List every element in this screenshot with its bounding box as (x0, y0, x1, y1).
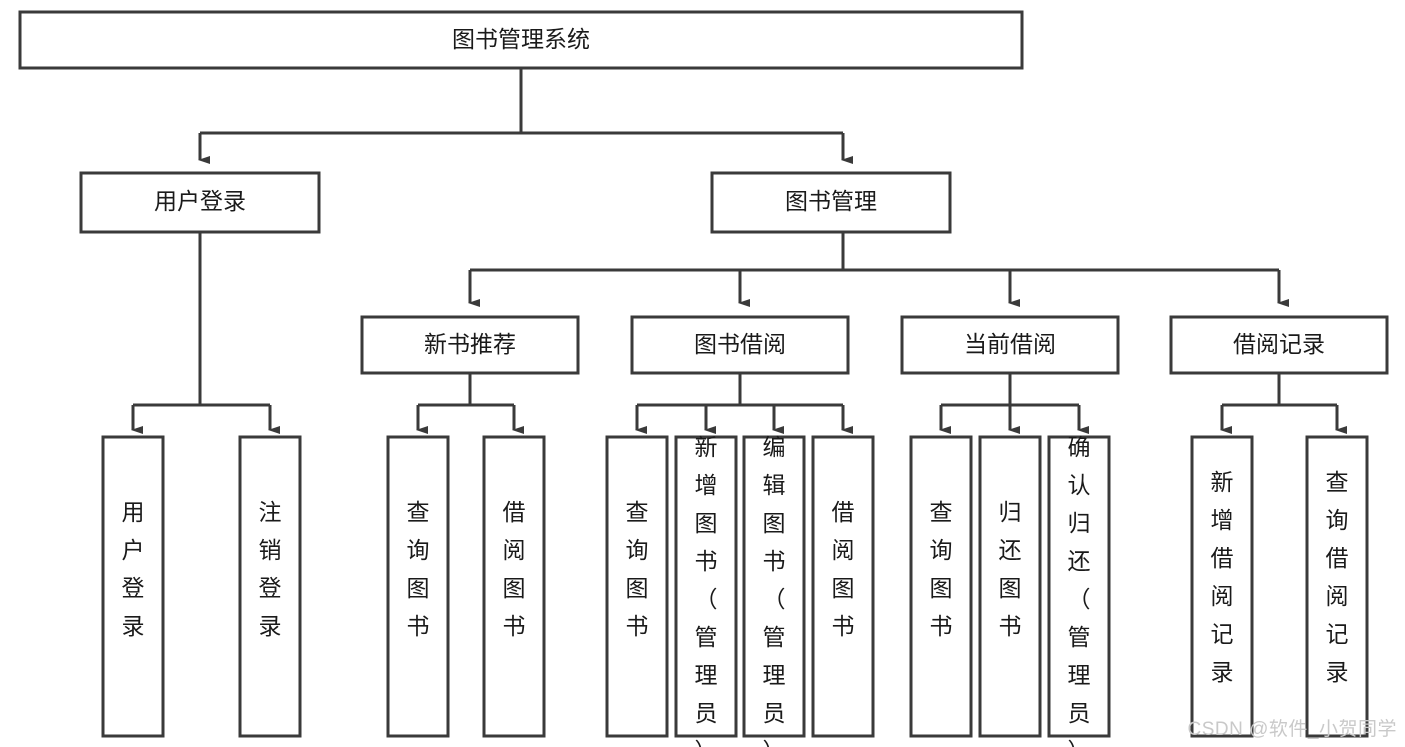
node-borrow-record[interactable]: 借阅记录 (1169, 315, 1389, 375)
node-leaf-logout-login[interactable]: 注销登录 (238, 435, 302, 738)
node-leaf-logout-login-label: 注销登录 (259, 499, 282, 639)
node-book-management-label: 图书管理 (785, 188, 877, 214)
node-leaf-add-record[interactable]: 新增借阅记录 (1190, 435, 1254, 738)
node-leaf-borrow-book-2-rect (811, 435, 875, 738)
node-leaf-user-login-label: 用户登录 (122, 499, 145, 639)
node-current-borrow[interactable]: 当前借阅 (900, 315, 1120, 375)
node-leaf-add-book-label: 新增图书（管理员） (695, 434, 718, 747)
node-leaf-edit-book-rect (742, 435, 806, 738)
node-leaf-user-login[interactable]: 用户登录 (101, 435, 165, 738)
node-user-login-label: 用户登录 (154, 188, 246, 214)
node-leaf-confirm-return-label: 确认归还（管理员） (1068, 434, 1091, 747)
node-book-borrow-rect (630, 315, 850, 375)
node-leaf-confirm-return[interactable]: 确认归还（管理员） (1047, 434, 1111, 747)
node-leaf-query-book-3-rect (909, 435, 973, 738)
node-borrow-record-rect (1169, 315, 1389, 375)
node-leaf-user-login-rect (101, 435, 165, 738)
node-leaf-edit-book[interactable]: 编辑图书（管理员） (742, 434, 806, 747)
node-leaf-return-book-rect (978, 435, 1042, 738)
node-leaf-add-book-rect (674, 435, 738, 738)
node-leaf-borrow-book-2-label: 借阅图书 (832, 499, 855, 639)
node-leaf-borrow-book-1-rect (482, 435, 546, 738)
node-book-management-rect (710, 171, 952, 234)
node-leaf-borrow-book-1-label: 借阅图书 (503, 499, 526, 639)
node-current-borrow-label: 当前借阅 (964, 331, 1056, 357)
node-leaf-logout-login-rect (238, 435, 302, 738)
node-current-borrow-rect (900, 315, 1120, 375)
node-leaf-add-record-label: 新增借阅记录 (1211, 469, 1234, 685)
node-borrow-record-label: 借阅记录 (1233, 331, 1325, 357)
node-leaf-query-record[interactable]: 查询借阅记录 (1305, 435, 1369, 738)
node-leaf-query-book-2[interactable]: 查询图书 (605, 435, 669, 738)
node-user-login-rect (79, 171, 321, 234)
edges-group (131, 68, 1347, 434)
node-leaf-add-book[interactable]: 新增图书（管理员） (674, 434, 738, 747)
node-leaf-query-book-2-rect (605, 435, 669, 738)
node-leaf-query-book-1-rect (386, 435, 450, 738)
node-user-login[interactable]: 用户登录 (79, 171, 321, 234)
node-leaf-query-record-rect (1305, 435, 1369, 738)
node-new-book-recommend-label: 新书推荐 (424, 331, 516, 357)
node-leaf-return-book[interactable]: 归还图书 (978, 435, 1042, 738)
node-leaf-query-book-3-label: 查询图书 (930, 499, 953, 639)
node-root-label: 图书管理系统 (452, 26, 590, 52)
node-leaf-query-book-2-label: 查询图书 (626, 499, 649, 639)
node-book-management[interactable]: 图书管理 (710, 171, 952, 234)
node-root-rect (18, 10, 1024, 70)
node-leaf-edit-book-label: 编辑图书（管理员） (763, 434, 786, 747)
node-new-book-recommend-rect (360, 315, 580, 375)
node-new-book-recommend[interactable]: 新书推荐 (360, 315, 580, 375)
node-leaf-query-record-label: 查询借阅记录 (1326, 469, 1349, 685)
node-root-book-management-system[interactable]: 图书管理系统 (18, 10, 1024, 70)
node-leaf-query-book-1[interactable]: 查询图书 (386, 435, 450, 738)
node-leaf-borrow-book-1[interactable]: 借阅图书 (482, 435, 546, 738)
node-leaf-add-record-rect (1190, 435, 1254, 738)
node-leaf-query-book-1-label: 查询图书 (407, 499, 430, 639)
node-leaf-confirm-return-rect (1047, 435, 1111, 738)
node-book-borrow[interactable]: 图书借阅 (630, 315, 850, 375)
node-leaf-borrow-book-2[interactable]: 借阅图书 (811, 435, 875, 738)
node-leaf-return-book-label: 归还图书 (999, 499, 1022, 639)
node-leaf-query-book-3[interactable]: 查询图书 (909, 435, 973, 738)
node-book-borrow-label: 图书借阅 (694, 331, 786, 357)
